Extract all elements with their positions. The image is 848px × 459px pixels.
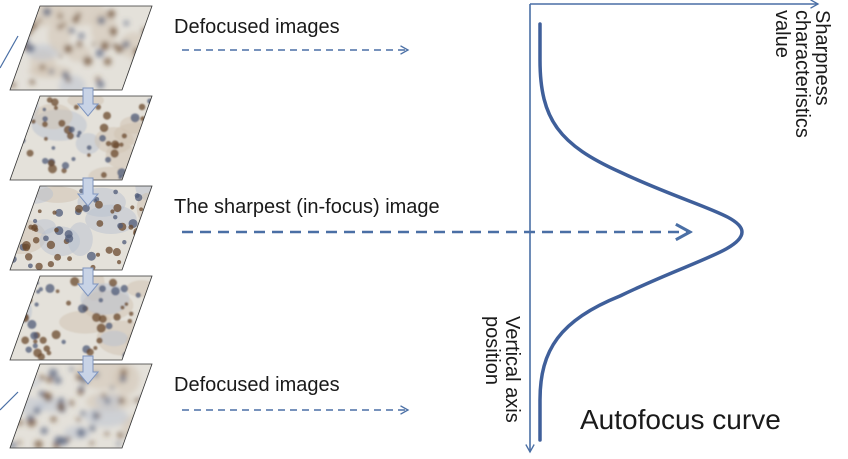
- stack-image: [10, 276, 152, 360]
- label-sharpest-image: The sharpest (in-focus) image: [174, 196, 440, 218]
- label-sharpness-axis: Sharpness characteristics value: [771, 10, 833, 138]
- label-vertical-axis: Vertical axis position: [481, 316, 523, 423]
- stack-image: [10, 186, 152, 270]
- sharpness-axis-line-2: characteristics: [791, 10, 813, 138]
- stack-down-arrow: [76, 355, 100, 385]
- vertical-axis-line-2: position: [481, 316, 503, 385]
- label-defocused-top: Defocused images: [174, 16, 340, 38]
- stack-down-arrow: [76, 87, 100, 117]
- stack-image: [10, 6, 152, 90]
- sharpness-axis-line-3: value: [771, 10, 793, 58]
- image-stack: [9, 5, 153, 449]
- edge-line-bottom: [0, 391, 19, 411]
- stack-image: [10, 96, 152, 180]
- autofocus-curve-title: Autofocus curve: [580, 404, 781, 435]
- label-defocused-bottom: Defocused images: [174, 374, 340, 396]
- stack-down-arrow: [76, 267, 100, 297]
- stack-down-arrow: [76, 177, 100, 207]
- vertical-axis-line-1: Vertical axis: [501, 316, 523, 423]
- edge-line-top: [0, 35, 19, 69]
- sharpness-axis-line-1: Sharpness: [811, 10, 833, 106]
- autofocus-curve: [538, 22, 744, 442]
